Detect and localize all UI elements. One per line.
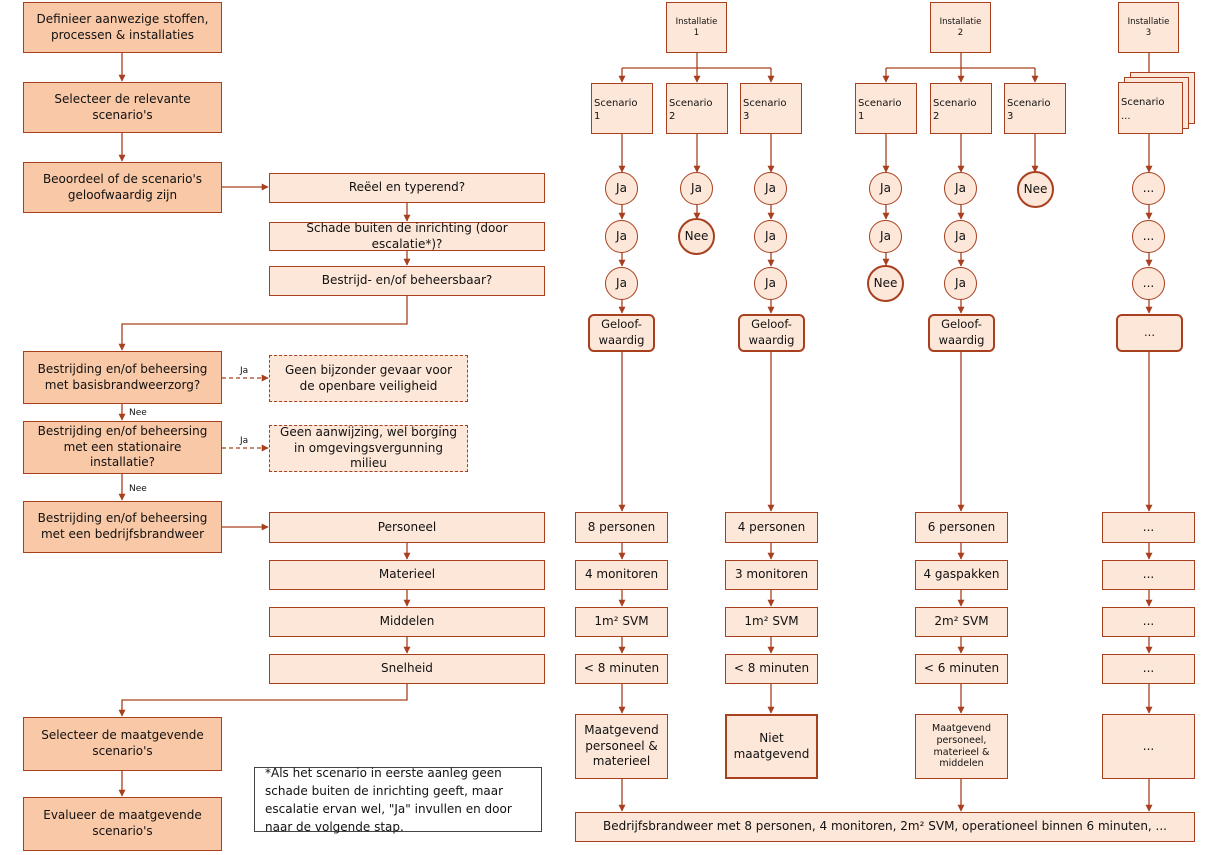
resource-personnel: 8 personen	[575, 512, 668, 543]
step-basic-fire-service: Bestrijding en/of beheersing met basisbr…	[23, 351, 222, 404]
step-evaluate-decisive-scenarios: Evalueer de maatgevende scenario's	[23, 797, 222, 851]
scenario-inst1-3: Scenario 3	[740, 83, 802, 134]
scenario-number: 2	[933, 111, 940, 122]
resource-means: 1m² SVM	[575, 607, 668, 637]
answer-circle: Ja	[605, 172, 638, 205]
resource-speed: ...	[1102, 654, 1195, 684]
summary-bar: Bedrijfsbrandweer met 8 personen, 4 moni…	[575, 812, 1195, 842]
installation-2: Installatie 2	[930, 2, 991, 53]
resource-equipment: ...	[1102, 560, 1195, 590]
resource-equipment: 4 gaspakken	[915, 560, 1008, 590]
answer-circle: Ja	[869, 220, 902, 253]
resource-means: 1m² SVM	[725, 607, 818, 637]
resource-speed: < 6 minuten	[915, 654, 1008, 684]
scenario-inst2-2: Scenario 2	[930, 83, 992, 134]
aspect-speed: Snelheid	[269, 654, 545, 684]
scenario-inst3-more: Scenario ...	[1118, 82, 1183, 134]
answer-circle-no: Nee	[678, 218, 715, 255]
outcome-no-special-danger: Geen bijzonder gevaar voor de openbare v…	[269, 355, 468, 402]
scenario-label: Scenario	[743, 97, 787, 109]
answer-circle: ...	[1132, 267, 1165, 300]
result-credible: Geloof-waardig	[588, 314, 655, 352]
step-assess-credibility: Beoordeel of de scenario's geloofwaardig…	[23, 162, 222, 213]
answer-circle: Ja	[754, 267, 787, 300]
answer-circle: Ja	[605, 267, 638, 300]
step-define-substances: Definieer aanwezige stoffen, processen &…	[23, 2, 222, 53]
step-company-fire-brigade: Bestrijding en/of beheersing met een bed…	[23, 501, 222, 553]
edge-label-ja: Ja	[240, 436, 249, 446]
final-not-decisive: Niet maatgevend	[725, 714, 818, 779]
step-select-scenarios: Selecteer de relevante scenario's	[23, 82, 222, 133]
answer-circle: ...	[1132, 220, 1165, 253]
edge-label-nee: Nee	[129, 484, 147, 494]
installation-label: Installatie	[1127, 16, 1170, 27]
answer-circle: Ja	[754, 172, 787, 205]
scenario-label: Scenario	[858, 97, 902, 109]
final-result: ...	[1102, 714, 1195, 779]
result-credible: Geloof-waardig	[928, 314, 995, 352]
resource-personnel: 4 personen	[725, 512, 818, 543]
answer-circle: Ja	[754, 220, 787, 253]
resource-equipment: 3 monitoren	[725, 560, 818, 590]
scenario-inst1-2: Scenario 2	[666, 83, 728, 134]
scenario-label: Scenario	[594, 97, 638, 109]
answer-circle: Ja	[605, 220, 638, 253]
step-stationary-installation: Bestrijding en/of beheersing met een sta…	[23, 421, 222, 474]
installation-1: Installatie 1	[666, 2, 727, 53]
criterion-real-typical: Reëel en typerend?	[269, 173, 545, 203]
answer-circle-no: Nee	[1017, 171, 1054, 208]
resource-means: ...	[1102, 607, 1195, 637]
aspect-equipment: Materieel	[269, 560, 545, 590]
answer-circle: ...	[1132, 172, 1165, 205]
arrow-aspects-s7	[118, 684, 408, 717]
result-credible: Geloof-waardig	[738, 314, 805, 352]
scenario-number: 3	[1007, 111, 1014, 122]
resource-speed: < 8 minuten	[575, 654, 668, 684]
aspect-resources: Middelen	[269, 607, 545, 637]
scenario-inst2-3: Scenario 3	[1004, 83, 1066, 134]
edge-label-nee: Nee	[129, 408, 147, 418]
final-decisive: Maatgevend personeel, materieel & middel…	[915, 714, 1008, 779]
answer-circle: Ja	[944, 267, 977, 300]
installation-number: 2	[957, 27, 964, 38]
scenario-number: 1	[594, 111, 601, 122]
result-credible: ...	[1116, 314, 1183, 352]
scenario-label: Scenario	[933, 97, 977, 109]
scenario-number: 3	[743, 111, 750, 122]
answer-circle: Ja	[944, 220, 977, 253]
arrow-c3-s4	[118, 296, 408, 351]
installation-3: Installatie 3	[1118, 2, 1179, 53]
resource-speed: < 8 minuten	[725, 654, 818, 684]
scenario-number: 1	[858, 111, 865, 122]
scenario-inst2-1: Scenario 1	[855, 83, 917, 134]
resource-personnel: 6 personen	[915, 512, 1008, 543]
answer-circle: Ja	[680, 172, 713, 205]
scenario-label: Scenario	[669, 97, 713, 109]
step-select-decisive-scenarios: Selecteer de maatgevende scenario's	[23, 717, 222, 771]
answer-circle: Ja	[869, 172, 902, 205]
resource-means: 2m² SVM	[915, 607, 1008, 637]
resource-equipment: 4 monitoren	[575, 560, 668, 590]
scenario-number: 2	[669, 111, 676, 122]
installation-label: Installatie	[675, 16, 718, 27]
scenario-label: Scenario	[1121, 97, 1165, 108]
aspect-personnel: Personeel	[269, 512, 545, 543]
answer-circle-no: Nee	[867, 265, 904, 302]
installation-number: 3	[1145, 27, 1152, 38]
edge-label-ja: Ja	[240, 366, 249, 376]
installation-label: Installatie	[939, 16, 982, 27]
resource-personnel: ...	[1102, 512, 1195, 543]
answer-circle: Ja	[944, 172, 977, 205]
outcome-no-designation: Geen aanwijzing, wel borging in omgeving…	[269, 425, 468, 472]
scenario-number: ...	[1121, 110, 1131, 122]
footnote: *Als het scenario in eerste aanleg geen …	[254, 766, 542, 834]
criterion-damage-outside: Schade buiten de inrichting (door escala…	[269, 221, 545, 251]
scenario-inst1-1: Scenario 1	[591, 83, 653, 134]
criterion-controllable: Bestrijd- en/of beheersbaar?	[269, 266, 545, 296]
final-decisive: Maatgevend personeel & materieel	[575, 714, 668, 779]
installation-number: 1	[693, 27, 700, 38]
scenario-label: Scenario	[1007, 97, 1051, 109]
